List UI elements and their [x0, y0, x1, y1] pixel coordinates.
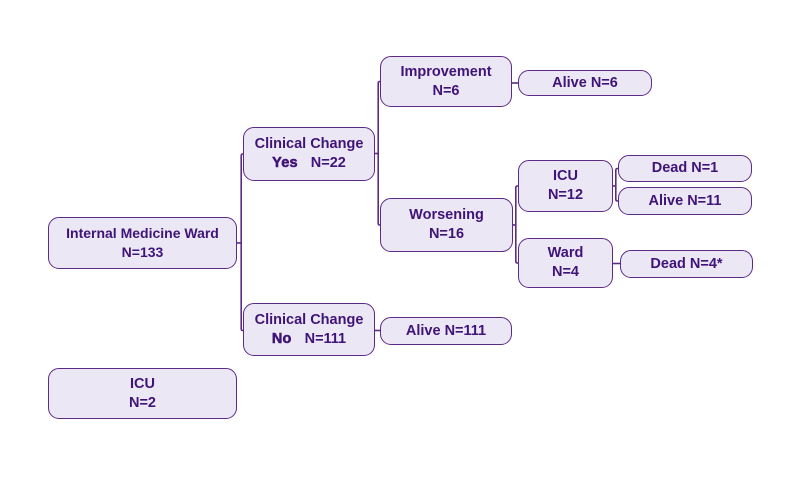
node-label: Alive N=111	[405, 322, 487, 339]
node-sub-line: Yes N=22	[272, 154, 346, 173]
node-dead-4: Dead N=4*	[620, 250, 753, 278]
node-bold-word: No	[271, 330, 292, 347]
node-label: ICU	[130, 375, 155, 392]
node-dead-1: Dead N=1	[618, 155, 752, 182]
node-count: N=12	[547, 187, 584, 203]
node-count: N=133	[121, 244, 164, 260]
node-icu-12: ICU N=12	[518, 160, 613, 212]
node-alive-11: Alive N=11	[618, 187, 752, 215]
node-count: N=111	[304, 330, 347, 347]
node-clinical-change-yes: Clinical Change Yes N=22	[243, 127, 375, 181]
node-count: N=6	[432, 82, 460, 99]
node-label: Alive N=6	[552, 74, 618, 91]
node-worsening: Worsening N=16	[380, 198, 513, 252]
node-clinical-change-no: Clinical Change No N=111	[243, 303, 375, 356]
edge-yes-bracket	[377, 80, 381, 226]
edge-root-bracket	[240, 153, 244, 332]
node-label: Ward	[547, 245, 584, 261]
node-label: Dead N=4*	[650, 255, 723, 272]
edge-icu12-bracket	[615, 167, 619, 202]
node-label: Alive N=11	[648, 192, 722, 209]
node-count: N=22	[310, 155, 346, 171]
node-sub-line: No N=111	[271, 330, 347, 349]
node-label: Clinical Change	[254, 136, 364, 152]
node-ward-4: Ward N=4	[518, 238, 613, 288]
node-count: N=4	[551, 264, 579, 280]
node-alive-6: Alive N=6	[518, 70, 652, 96]
node-label: Internal Medicine Ward	[66, 225, 219, 241]
node-label: Clinical Change	[254, 311, 364, 328]
node-internal-medicine-ward: Internal Medicine Ward N=133	[48, 217, 237, 269]
node-icu-2: ICU N=2	[48, 368, 237, 419]
node-count: N=16	[428, 226, 465, 242]
node-bold-word: Yes	[272, 155, 298, 172]
node-label: ICU	[553, 168, 578, 184]
node-label: Improvement	[400, 63, 492, 80]
node-improvement: Improvement N=6	[380, 56, 512, 107]
node-label: Worsening	[409, 207, 484, 223]
node-alive-111: Alive N=111	[380, 317, 512, 345]
node-count: N=2	[128, 394, 156, 411]
node-label: Dead N=1	[651, 160, 719, 176]
edge-worsening-bracket	[515, 185, 519, 264]
